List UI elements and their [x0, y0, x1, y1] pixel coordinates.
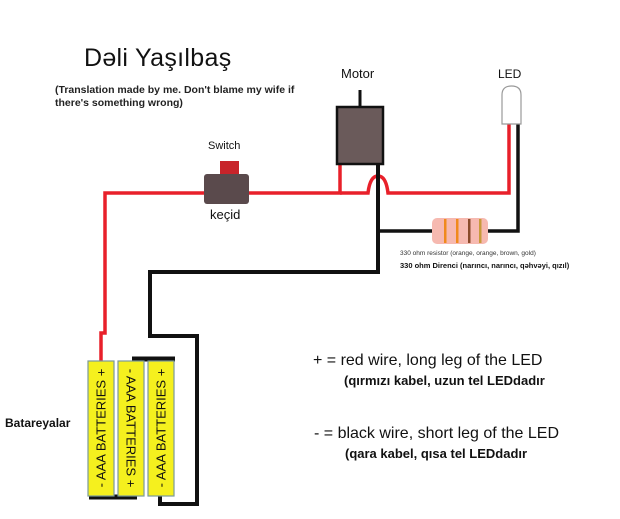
- switch-label: Switch: [208, 140, 241, 152]
- switch-body: [204, 174, 249, 204]
- red-wire-switch-to-motor: [248, 163, 342, 195]
- battery-body: [147, 360, 175, 497]
- battery-body: [87, 360, 115, 497]
- legend-plus: + = red wire, long leg of the LED: [313, 352, 543, 369]
- resistor-band: [468, 219, 471, 243]
- battery-label: - AAA BATTERIES +: [154, 369, 169, 488]
- switch-button: [220, 161, 239, 176]
- led-label: LED: [498, 67, 522, 81]
- resistor-label-az: 330 ohm Direnci (narıncı, narıncı, qəhvə…: [400, 261, 570, 270]
- led-bulb: [501, 85, 522, 125]
- battery-body: [117, 360, 145, 497]
- batteries-label: Batareyalar: [5, 416, 71, 430]
- page-title: Dəli Yaşılbaş: [84, 44, 232, 72]
- switch-label-az: keçid: [210, 207, 241, 222]
- subtitle: (Translation made by me. Don't blame my …: [55, 84, 295, 109]
- battery-label: - AAA BATTERIES +: [94, 369, 109, 488]
- resistor-label: 330 ohm resistor (orange, orange, brown,…: [400, 250, 536, 257]
- resistor-bands: [444, 219, 482, 243]
- motor-body: [335, 105, 385, 166]
- battery-label: - AAA BATTERIES +: [124, 369, 139, 488]
- battery-cell: - AAA BATTERIES +: [117, 360, 145, 497]
- black-wire-resistor-to-led: [486, 124, 520, 233]
- legend-plus-az: (qırmızı kabel, uzun tel LEDdadır: [344, 373, 545, 388]
- battery-pack: - AAA BATTERIES + - AAA BATTERIES + - AAA …: [87, 360, 175, 497]
- resistor-band: [479, 219, 482, 243]
- legend-minus: - = black wire, short leg of the LED: [314, 425, 559, 442]
- legend-minus-az: (qara kabel, qısa tel LEDdadır: [345, 446, 528, 461]
- resistor-band: [444, 219, 447, 243]
- battery-cell: - AAA BATTERIES +: [87, 360, 115, 497]
- red-wire-battery-to-switch: [99, 191, 206, 362]
- motor-label: Motor: [341, 66, 375, 81]
- resistor-band: [456, 219, 459, 243]
- black-wire-motor-to-battery: [148, 163, 380, 506]
- battery-cell: - AAA BATTERIES +: [147, 360, 175, 497]
